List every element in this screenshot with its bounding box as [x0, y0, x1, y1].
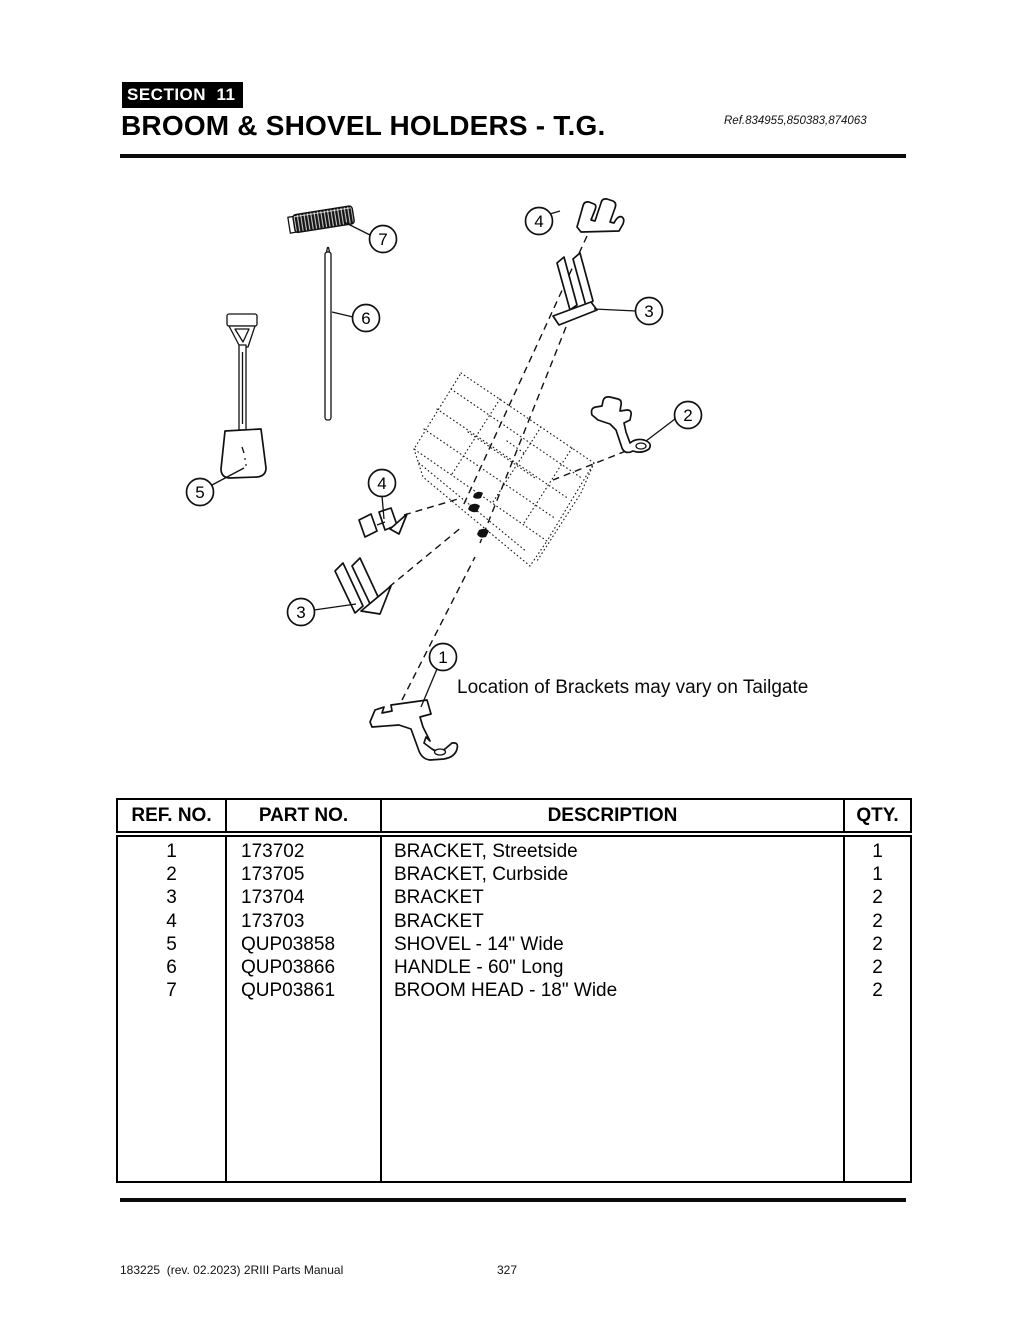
- section-badge: SECTION 11: [122, 82, 243, 108]
- cell-qty: 2: [843, 979, 912, 1003]
- callout-5: 5: [185, 477, 215, 507]
- callout-3-top: 3: [634, 296, 664, 326]
- footer-rule: [120, 1198, 906, 1202]
- table-filler-row: [116, 1002, 912, 1182]
- callout-7: 7: [368, 224, 398, 254]
- cell-part: 173703: [225, 909, 382, 933]
- cell-ref: 7: [116, 979, 227, 1003]
- cell-qty: 1: [843, 834, 912, 864]
- table-header-row: REF. NO. PART NO. DESCRIPTION QTY.: [116, 798, 912, 837]
- cell-desc: BRACKET, Curbside: [380, 863, 845, 887]
- callout-3-bottom: 3: [286, 597, 316, 627]
- svg-text:6: 6: [361, 309, 370, 328]
- svg-text:1: 1: [438, 648, 447, 667]
- tailgate: [413, 372, 595, 567]
- bracket-curbside: [590, 395, 652, 454]
- svg-text:4: 4: [377, 474, 386, 493]
- col-header-description: DESCRIPTION: [380, 798, 845, 837]
- cell-part: QUP03858: [225, 932, 382, 957]
- cell-ref: 6: [116, 956, 227, 980]
- cell-ref: 1: [116, 834, 227, 864]
- bracket-location-note: Location of Brackets may vary on Tailgat…: [457, 677, 809, 698]
- callout-4-mid: 4: [367, 468, 397, 498]
- cell-desc: HANDLE - 60" Long: [380, 956, 845, 980]
- cell-empty: [116, 1002, 227, 1182]
- callout-4-top: 4: [524, 206, 554, 236]
- cell-qty: 2: [843, 909, 912, 933]
- cell-qty: 2: [843, 886, 912, 910]
- svg-text:7: 7: [378, 230, 387, 249]
- section-label: SECTION 11: [127, 85, 236, 104]
- col-header-ref-no: REF. NO.: [116, 798, 227, 837]
- page-title: BROOM & SHOVEL HOLDERS - T.G.: [121, 110, 606, 141]
- cell-desc: SHOVEL - 14" Wide: [380, 932, 845, 957]
- svg-text:2: 2: [683, 406, 692, 425]
- header-rule: [120, 154, 906, 158]
- footer-document-info: 183225 (rev. 02.2023) 2RIII Parts Manual: [120, 1263, 344, 1277]
- cell-ref: 2: [116, 863, 227, 887]
- cell-part: QUP03866: [225, 956, 382, 980]
- callout-leader-lines: [211, 210, 676, 708]
- cell-part: 173702: [225, 834, 382, 864]
- bracket-streetside: [369, 699, 459, 761]
- svg-text:5: 5: [195, 483, 204, 502]
- cell-desc: BRACKET, Streetside: [380, 834, 845, 864]
- cell-qty: 1: [843, 863, 912, 887]
- callout-1: 1: [428, 642, 458, 672]
- cell-ref: 3: [116, 886, 227, 910]
- col-header-qty: QTY.: [843, 798, 912, 837]
- svg-text:4: 4: [534, 212, 543, 231]
- cell-empty: [843, 1002, 912, 1182]
- broom-head: [287, 205, 355, 234]
- svg-text:3: 3: [296, 603, 305, 622]
- footer-page-number: 327: [497, 1263, 518, 1277]
- ref-numbers: Ref.834955,850383,874063: [724, 115, 867, 127]
- cell-part: QUP03861: [225, 979, 382, 1003]
- broom-handle: [324, 246, 332, 421]
- cell-desc: BRACKET: [380, 909, 845, 933]
- cell-desc: BROOM HEAD - 18" Wide: [380, 979, 845, 1003]
- bracket-u-clip-top: [576, 197, 625, 233]
- shovel: [220, 313, 267, 479]
- cell-empty: [225, 1002, 382, 1182]
- cell-qty: 2: [843, 956, 912, 980]
- callout-2: 2: [673, 400, 703, 430]
- cell-part: 173704: [225, 886, 382, 910]
- cell-ref: 4: [116, 909, 227, 933]
- exploded-parts-diagram: 7 6 5 4 3 2 4 3 1: [185, 197, 703, 761]
- bracket-double-hook-top: [552, 252, 598, 326]
- cell-part: 173705: [225, 863, 382, 887]
- cell-qty: 2: [843, 932, 912, 957]
- svg-text:3: 3: [644, 302, 653, 321]
- cell-ref: 5: [116, 932, 227, 957]
- bracket-u-clip-mid: [358, 507, 408, 538]
- cell-empty: [380, 1002, 845, 1182]
- cell-desc: BRACKET: [380, 886, 845, 910]
- bracket-double-hook-bottom: [334, 557, 392, 615]
- callout-6: 6: [351, 303, 381, 333]
- col-header-part-no: PART NO.: [225, 798, 382, 837]
